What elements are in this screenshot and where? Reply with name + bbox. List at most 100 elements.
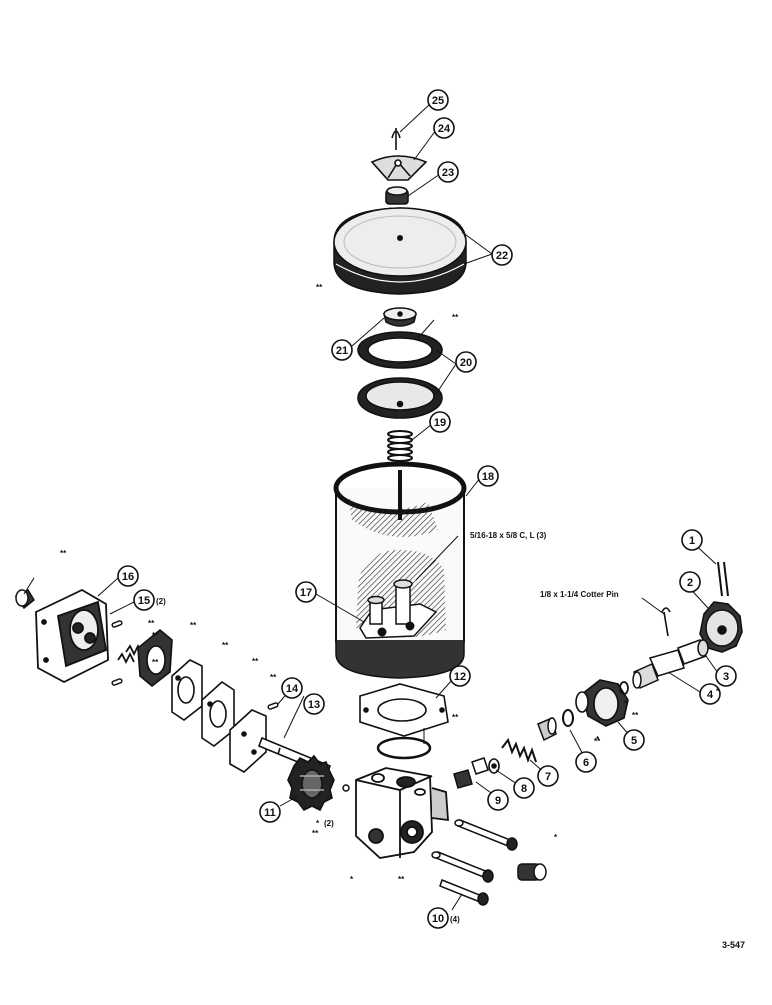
svg-text:*: * — [716, 687, 720, 696]
part-square-gasket — [359, 683, 449, 737]
callout-20: 20 — [455, 351, 477, 373]
svg-text:15: 15 — [138, 595, 150, 607]
callout-5: 5 — [623, 729, 645, 751]
callout-22: 22 — [491, 244, 513, 266]
part-sleeve — [677, 639, 709, 665]
part-plate-3 — [201, 680, 235, 747]
svg-text:22: 22 — [496, 250, 508, 262]
callout-7: 7 — [537, 765, 559, 787]
callout-1: 1 — [681, 529, 703, 551]
svg-text:12: 12 — [454, 671, 466, 683]
part-diaphragm-lower — [357, 377, 443, 419]
svg-text:**: ** — [148, 619, 155, 628]
callout-25: 25 — [427, 89, 449, 111]
svg-text:**: ** — [60, 549, 67, 558]
svg-text:16: 16 — [122, 571, 134, 583]
cotter-pin-label: 1/8 x 1-1/4 Cotter Pin — [540, 590, 619, 599]
part-spring-valve — [501, 737, 537, 763]
svg-text:**: ** — [452, 313, 459, 322]
svg-text:20: 20 — [460, 357, 472, 369]
part-key — [267, 702, 279, 710]
svg-text:4: 4 — [707, 689, 714, 701]
callout-4: 4 — [699, 683, 721, 705]
part-end-cap — [14, 589, 35, 610]
part-small-o-ring — [619, 681, 629, 695]
svg-text:**: ** — [222, 641, 229, 650]
svg-text:17: 17 — [300, 587, 312, 599]
part-o-ring — [376, 736, 432, 760]
part-ball — [342, 784, 350, 792]
part-diaphragm-upper — [357, 331, 443, 369]
part-washer — [488, 758, 500, 774]
callout-19: 19 — [429, 411, 451, 433]
svg-text:8: 8 — [521, 783, 527, 795]
callout-12: 12 — [449, 665, 471, 687]
svg-text:25: 25 — [432, 95, 444, 107]
part-acorn-nut — [517, 863, 547, 881]
callout-11: 11 — [259, 801, 281, 823]
svg-text:6: 6 — [583, 757, 589, 769]
part-cotter-pin-side — [661, 607, 671, 637]
svg-text:10: 10 — [432, 913, 444, 925]
qty-10: (4) — [450, 915, 460, 924]
svg-text:**: ** — [452, 713, 459, 722]
svg-text:14: 14 — [286, 683, 299, 695]
svg-text:23: 23 — [442, 167, 454, 179]
callout-17: 17 — [295, 581, 317, 603]
svg-text:1: 1 — [689, 535, 695, 547]
callout-23: 23 — [437, 161, 459, 183]
svg-text:*: * — [596, 735, 600, 744]
part-fitting — [453, 757, 489, 789]
part-valve-housing — [575, 679, 629, 727]
svg-text:**: ** — [312, 829, 319, 838]
asterisk-marks: ** ** ** ** ** ** ** ** ** ** ** ** ** *… — [60, 283, 720, 884]
part-pin — [717, 561, 729, 597]
svg-text:5: 5 — [631, 735, 637, 747]
callout-3: 3 — [715, 665, 737, 687]
part-long-bolts — [431, 819, 518, 906]
svg-text:19: 19 — [434, 417, 446, 429]
callout-24: 24 — [433, 117, 455, 139]
svg-text:**: ** — [252, 657, 259, 666]
part-plate-2 — [171, 659, 203, 721]
callout-14: 14 — [281, 677, 303, 699]
part-valve-seat — [537, 709, 574, 742]
svg-text:9: 9 — [495, 795, 501, 807]
svg-text:*: * — [624, 699, 628, 708]
callout-2: 2 — [679, 571, 701, 593]
part-gear — [287, 754, 335, 812]
part-valve-stem — [632, 649, 685, 690]
svg-text:**: ** — [316, 283, 323, 292]
svg-text:**: ** — [398, 875, 405, 884]
svg-text:**: ** — [152, 631, 159, 640]
svg-text:*: * — [350, 875, 354, 884]
svg-text:11: 11 — [264, 807, 276, 819]
part-cover — [333, 207, 467, 295]
svg-text:24: 24 — [438, 123, 451, 135]
qty-15: (2) — [156, 597, 166, 606]
svg-text:**: ** — [190, 621, 197, 630]
callout-10: 10 — [427, 907, 449, 929]
callout-15: 15 — [133, 589, 155, 611]
part-plug — [383, 307, 417, 327]
callout-13: 13 — [303, 693, 325, 715]
svg-text:2: 2 — [687, 577, 693, 589]
svg-text:7: 7 — [545, 771, 551, 783]
part-plate-4 — [229, 709, 267, 773]
part-cotter-pin-top — [391, 128, 401, 150]
part-gear-housing — [35, 588, 109, 684]
callout-9: 9 — [487, 789, 509, 811]
svg-text:3: 3 — [723, 671, 729, 683]
svg-text:**: ** — [270, 673, 277, 682]
svg-text:**: ** — [152, 658, 159, 667]
callout-18: 18 — [477, 465, 499, 487]
part-dowel-pins — [111, 620, 123, 686]
svg-text:21: 21 — [336, 345, 348, 357]
part-cap — [370, 155, 428, 181]
callout-6: 6 — [575, 751, 597, 773]
callout-16: 16 — [117, 565, 139, 587]
part-bowl — [333, 461, 467, 679]
figure-reference: 3-547 — [722, 940, 745, 950]
part-pump-body — [355, 767, 449, 859]
